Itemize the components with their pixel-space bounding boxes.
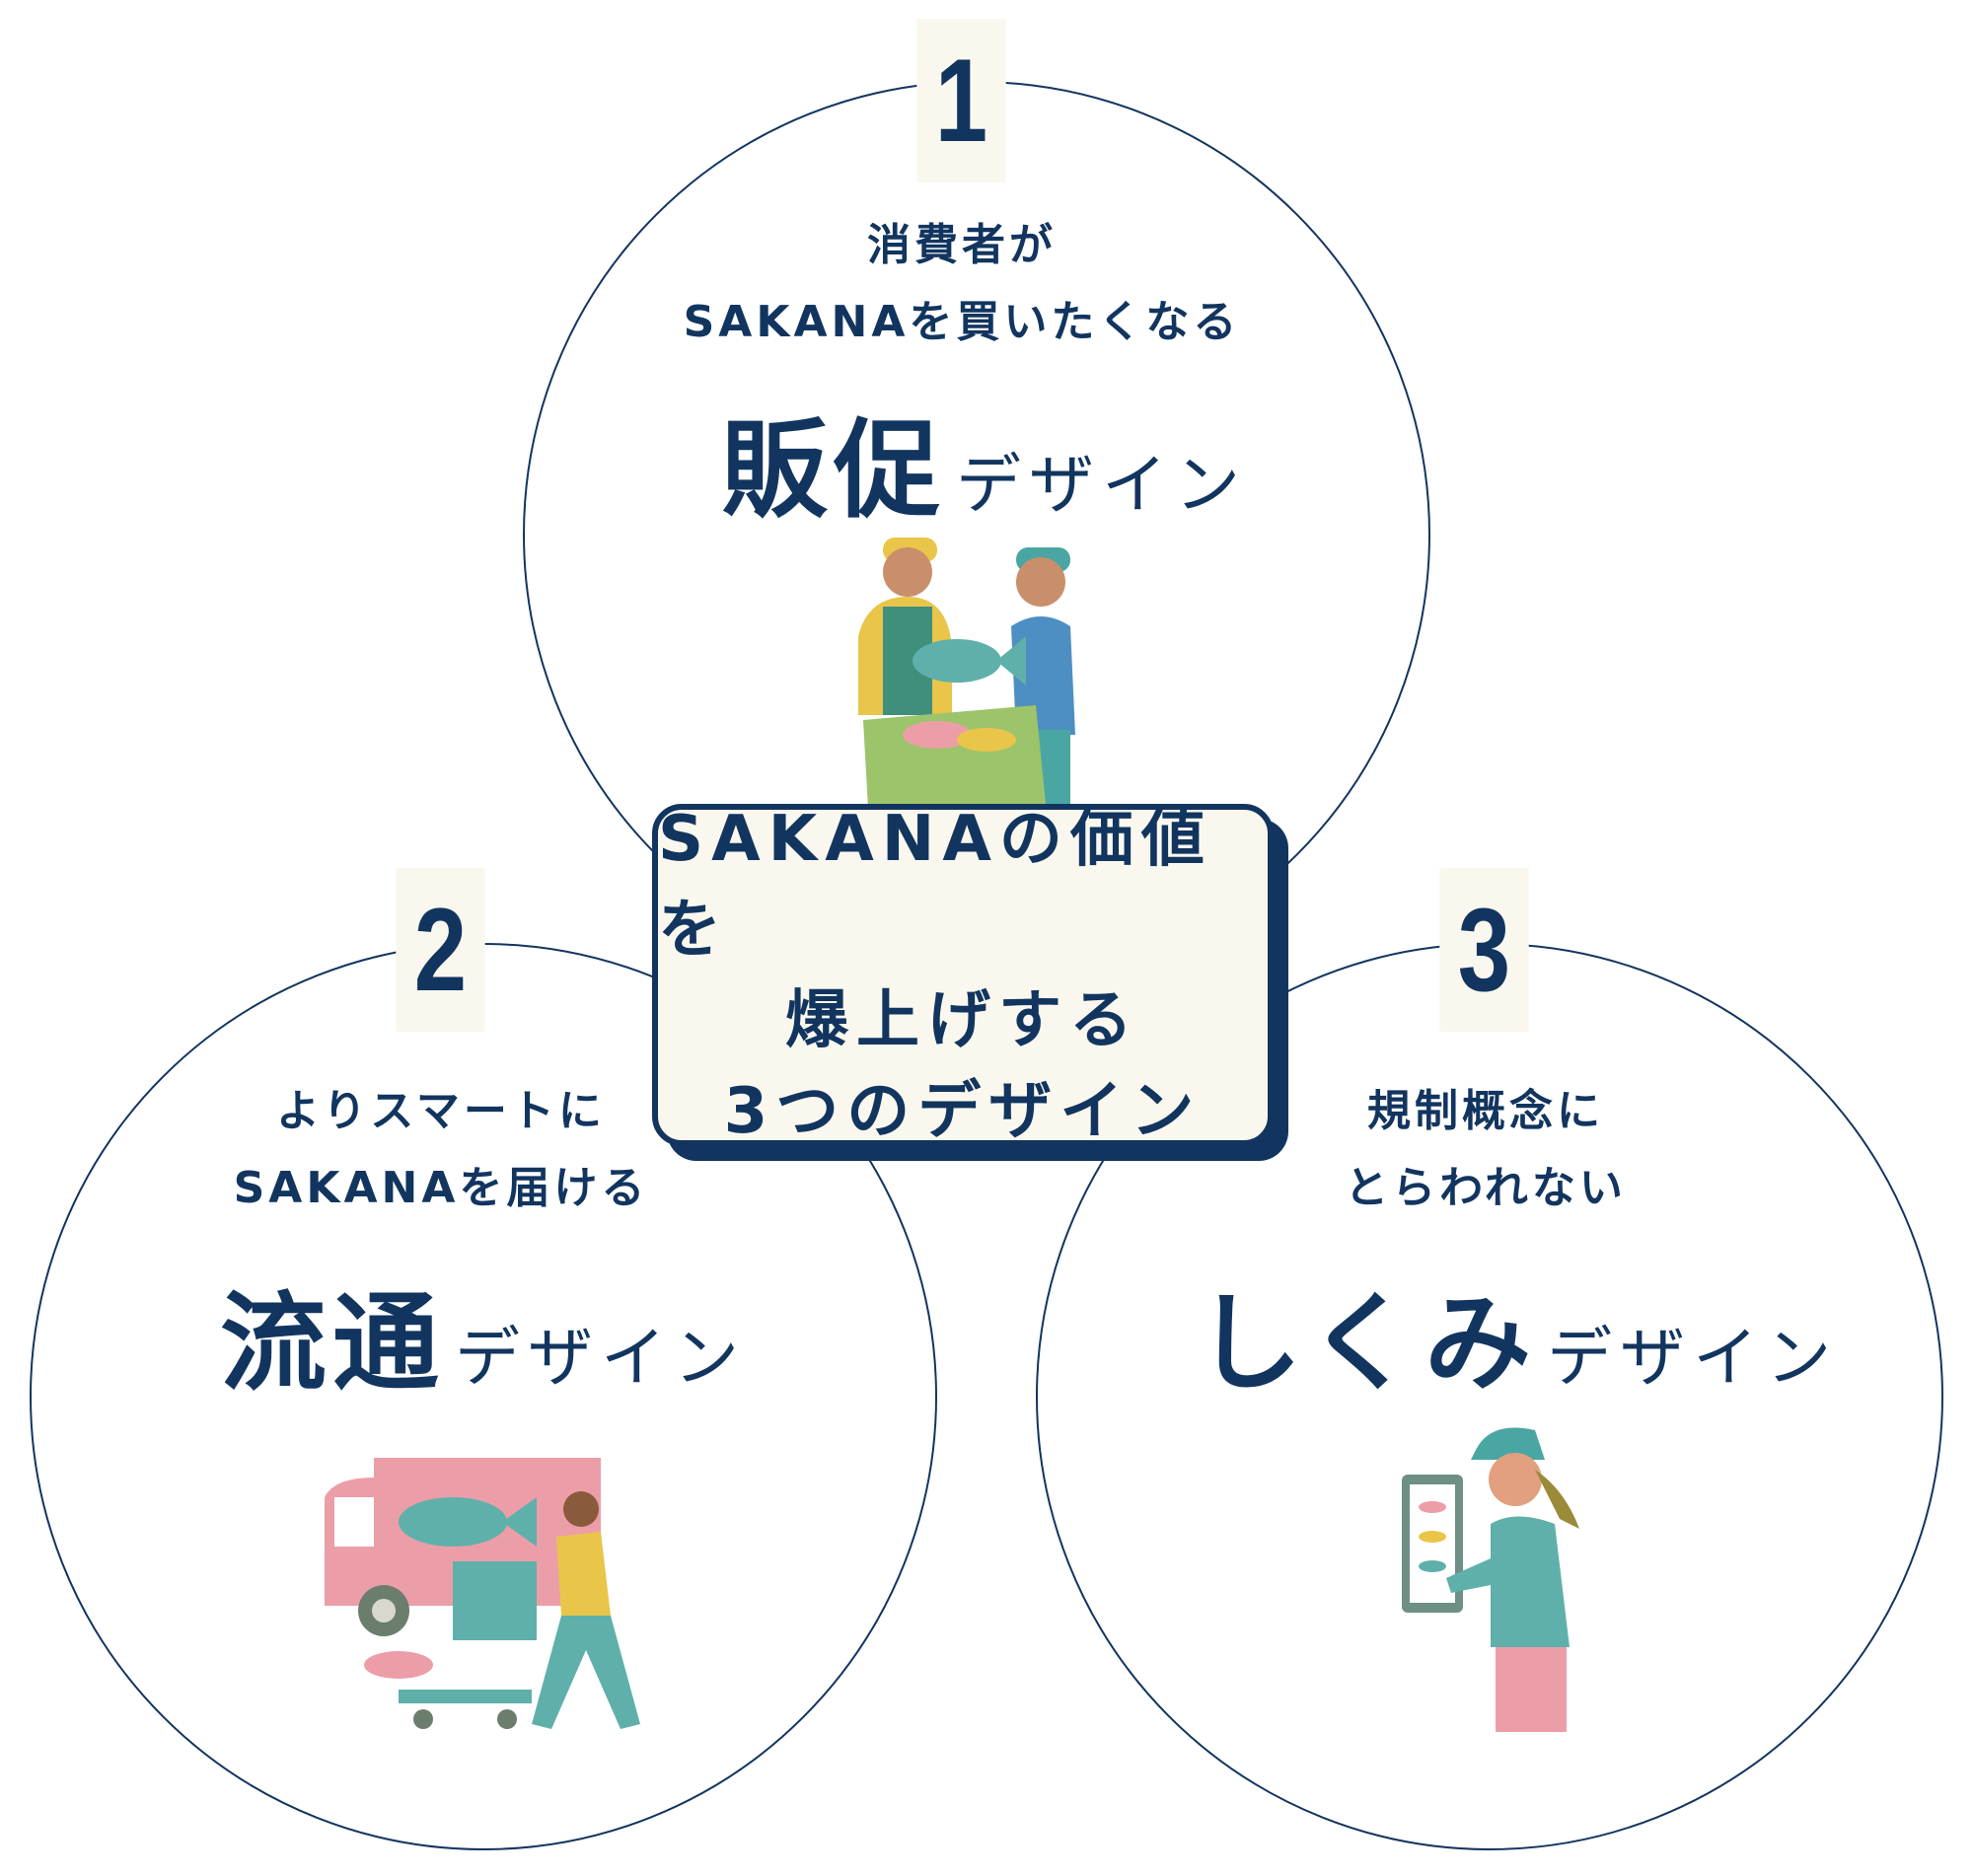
number-badge-1: 1 (916, 19, 1006, 182)
number-badge-2: 2 (396, 868, 485, 1032)
design-2-title-suffix: デザイン (455, 1320, 748, 1396)
design-3-title: しくみデザイン (1196, 1258, 1839, 1411)
center-line-3: 3つのデザイン (723, 1074, 1203, 1148)
design-1-title-suffix: デザイン (956, 447, 1249, 523)
design-3-sub-line2: とらわれない (1345, 1163, 1627, 1213)
fishmonger-selling-fish-illustration (858, 538, 1075, 809)
design-1-sub-line1: 消費者が (867, 220, 1057, 270)
number-badge-3: 3 (1439, 868, 1529, 1032)
design-2-sub-line2: SAKANAを届ける (233, 1163, 649, 1213)
center-line-2: 爆上げする (785, 983, 1140, 1057)
design-2-sub-line1: よりスマートに (276, 1086, 606, 1136)
design-3-title-main: しくみ (1195, 1282, 1538, 1406)
design-2-title-main: 流通 (219, 1282, 446, 1406)
design-2-subtitle: よりスマートに SAKANAを届ける (234, 1073, 649, 1227)
design-1-title-main: 販促 (720, 409, 947, 533)
woman-with-tablet-illustration (1402, 1427, 1579, 1732)
design-3-subtitle: 規制概念に とらわれない (1345, 1073, 1627, 1227)
design-3-sub-line1: 規制概念に (1367, 1086, 1604, 1136)
design-1-sub-line2: SAKANAを買いたくなる (683, 297, 1241, 347)
design-1-title: 販促デザイン (721, 385, 1248, 539)
delivery-truck-cart-illustration (325, 1458, 640, 1729)
design-2-title: 流通デザイン (220, 1258, 747, 1411)
center-line-1: SAKANAの価値を (658, 802, 1212, 967)
center-message-box: SAKANAの価値を 爆上げする 3つのデザイン (652, 803, 1274, 1148)
design-1-subtitle: 消費者が SAKANAを買いたくなる (684, 207, 1241, 361)
design-3-title-suffix: デザイン (1547, 1320, 1840, 1396)
